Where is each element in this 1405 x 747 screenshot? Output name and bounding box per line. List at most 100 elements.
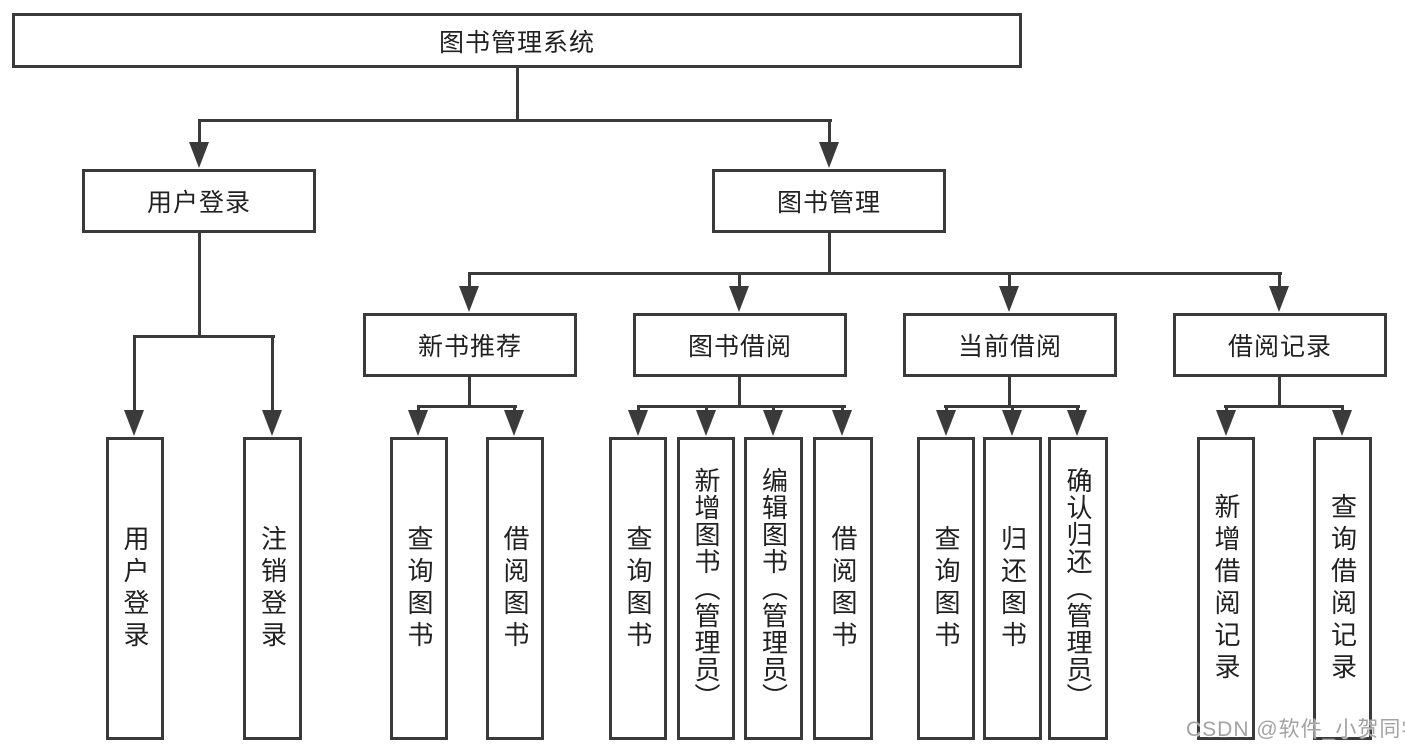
arrowhead-down [999, 272, 1019, 312]
arrow-head-icon [262, 410, 282, 436]
leaf-borrowing-query-books: 查询图书 [609, 437, 667, 740]
arrowhead-down [262, 335, 282, 436]
connector-line [468, 377, 471, 407]
leaf-query-borrow-record: 查询借阅记录 [1313, 437, 1372, 740]
arrowhead-down [189, 119, 209, 168]
node-label: 归还图书 [997, 524, 1028, 653]
node-label: 注销登录 [257, 524, 288, 653]
arrow-head-icon [408, 410, 428, 436]
arrow-stem [1277, 272, 1281, 292]
connector-line [198, 233, 201, 336]
arrow-head-icon [1002, 410, 1022, 436]
node-borrowing-records: 借阅记录 [1173, 313, 1387, 377]
connector-line [417, 405, 517, 408]
arrow-head-icon [729, 286, 749, 312]
node-book-borrowing: 图书借阅 [633, 313, 847, 377]
node-label: 借阅记录 [1227, 333, 1332, 361]
node-new-book-recommendation: 新书推荐 [363, 313, 577, 377]
leaf-return-books: 归还图书 [983, 437, 1042, 740]
arrow-head-icon [504, 410, 524, 436]
connector-line [1278, 377, 1281, 407]
node-label: 编辑图书（管理员） [758, 467, 789, 710]
arrowhead-down [1332, 405, 1352, 436]
connector-line [468, 272, 1282, 275]
arrow-head-icon [936, 410, 956, 436]
arrowhead-down [628, 405, 648, 436]
arrow-head-icon [1216, 410, 1236, 436]
node-label: 查询借阅记录 [1327, 492, 1358, 685]
node-label: 用户登录 [120, 524, 150, 653]
leaf-user-login: 用户登录 [106, 437, 164, 740]
leaf-logout: 注销登录 [243, 437, 302, 740]
arrow-head-icon [832, 410, 852, 436]
arrow-head-icon [459, 286, 479, 312]
arrowhead-down [832, 405, 852, 436]
connector-line [133, 335, 275, 338]
csdn-watermark: CSDN @软件_小贺同学 [1186, 718, 1405, 741]
arrowhead-down [1002, 405, 1022, 436]
arrow-head-icon [1332, 410, 1352, 436]
leaf-recommend-query-books: 查询图书 [390, 437, 448, 740]
connector-line [1008, 377, 1011, 407]
connector-line [1224, 405, 1344, 408]
node-label: 图书借阅 [687, 333, 792, 361]
node-label: 新增借阅记录 [1211, 492, 1241, 685]
node-label: 查询图书 [931, 524, 961, 653]
leaf-current-query-books: 查询图书 [917, 437, 975, 740]
connector-line [738, 377, 741, 407]
leaf-edit-books-admin: 编辑图书（管理员） [744, 437, 803, 740]
arrow-head-icon [696, 410, 716, 436]
connector-line [828, 233, 831, 274]
arrowhead-down [124, 335, 144, 436]
arrowhead-down [1216, 405, 1236, 436]
arrowhead-down [408, 405, 428, 436]
arrowhead-down [1067, 405, 1087, 436]
leaf-add-borrow-record: 新增借阅记录 [1197, 437, 1255, 740]
leaf-recommend-borrow-books: 借阅图书 [486, 437, 544, 740]
arrow-head-icon [819, 142, 839, 168]
node-library-management-system: 图书管理系统 [12, 13, 1022, 68]
arrow-head-icon [1067, 410, 1087, 436]
node-label: 借阅图书 [828, 524, 858, 653]
node-current-borrowing: 当前借阅 [903, 313, 1117, 377]
arrow-head-icon [124, 410, 144, 436]
node-label: 查询图书 [404, 524, 434, 653]
arrow-head-icon [999, 286, 1019, 312]
node-user-login: 用户登录 [82, 169, 316, 233]
arrowhead-down [819, 119, 839, 168]
node-label: 查询图书 [623, 524, 653, 653]
arrowhead-down [459, 272, 479, 312]
connector-line [516, 66, 519, 120]
arrow-head-icon [189, 142, 209, 168]
arrowhead-down [729, 272, 749, 312]
node-label: 新书推荐 [417, 333, 522, 361]
node-label: 确认归还（管理员） [1063, 467, 1093, 710]
node-label: 当前借阅 [957, 333, 1062, 361]
arrow-head-icon [763, 410, 783, 436]
connector-line [198, 119, 832, 122]
arrowhead-down [504, 405, 524, 436]
arrow-stem [197, 119, 201, 148]
arrowhead-down [936, 405, 956, 436]
arrowhead-down [763, 405, 783, 436]
leaf-confirm-return-admin: 确认归还（管理员） [1048, 437, 1108, 740]
leaf-add-books-admin: 新增图书（管理员） [677, 437, 735, 740]
node-label: 新增图书（管理员） [691, 467, 721, 710]
arrow-stem [737, 272, 741, 292]
arrowhead-down [696, 405, 716, 436]
arrow-stem [827, 119, 831, 148]
node-label: 图书管理系统 [438, 28, 595, 57]
arrow-head-icon [1269, 286, 1289, 312]
arrow-stem [132, 335, 136, 416]
connector-line [637, 405, 846, 408]
arrow-stem [270, 335, 274, 416]
node-label: 用户登录 [146, 189, 251, 217]
arrow-head-icon [628, 410, 648, 436]
node-label: 借阅图书 [500, 524, 530, 653]
leaf-borrowing-borrow-books: 借阅图书 [813, 437, 873, 740]
arrow-stem [467, 272, 471, 292]
arrow-stem [1007, 272, 1011, 292]
node-label: 图书管理 [776, 189, 881, 217]
node-book-management: 图书管理 [712, 169, 946, 233]
